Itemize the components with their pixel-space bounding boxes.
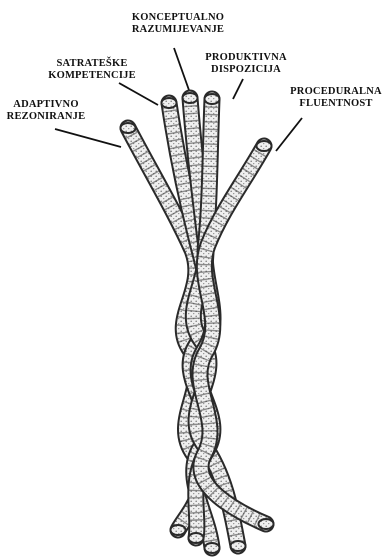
strand-end-top-conceptual — [183, 93, 198, 103]
label-conceptual-line-1: KONCEPTUALNO — [126, 12, 230, 24]
label-productive-line-1: PRODUKTIVNA — [201, 52, 291, 64]
label-strategic-competence: SATRATEŠKE KOMPETENCIJE — [44, 58, 140, 82]
strand-end-bottom-conceptual — [231, 541, 246, 551]
label-productive-line-2: DISPOZICIJA — [201, 64, 291, 76]
leader-line-procedural — [276, 118, 302, 151]
strand-end-top-productive — [205, 94, 220, 104]
label-procedural-line-2: FLUENTNOST — [286, 98, 386, 110]
label-strategic-line-2: KOMPETENCIJE — [44, 70, 140, 82]
leader-line-productive — [233, 79, 243, 99]
strand-end-bottom-adaptive — [171, 525, 186, 535]
leader-line-strategic — [119, 83, 158, 105]
strand-end-bottom-productive — [189, 533, 204, 543]
strand-end-top-strategic — [162, 98, 177, 108]
label-conceptual-line-2: RAZUMIJEVANJE — [126, 24, 230, 36]
strand-end-bottom-procedural — [259, 519, 274, 529]
strand-end-top-procedural — [257, 141, 272, 151]
label-adaptive-line-2: REZONIRANJE — [4, 111, 88, 123]
label-adaptive-line-1: ADAPTIVNO — [4, 99, 88, 111]
strand-end-top-adaptive — [121, 123, 136, 133]
label-productive-disposition: PRODUKTIVNA DISPOZICIJA — [201, 52, 291, 76]
leader-line-conceptual — [174, 48, 190, 93]
label-strategic-line-1: SATRATEŠKE — [44, 58, 140, 70]
rope-strands — [128, 98, 266, 548]
label-adaptive-reasoning: ADAPTIVNO REZONIRANJE — [4, 99, 88, 123]
strand-end-bottom-strategic — [205, 543, 220, 553]
label-conceptual-understanding: KONCEPTUALNO RAZUMIJEVANJE — [126, 12, 230, 36]
leader-line-adaptive — [55, 129, 121, 147]
label-procedural-fluency: PROCEDURALNA FLUENTNOST — [286, 86, 386, 110]
label-procedural-line-1: PROCEDURALNA — [286, 86, 386, 98]
